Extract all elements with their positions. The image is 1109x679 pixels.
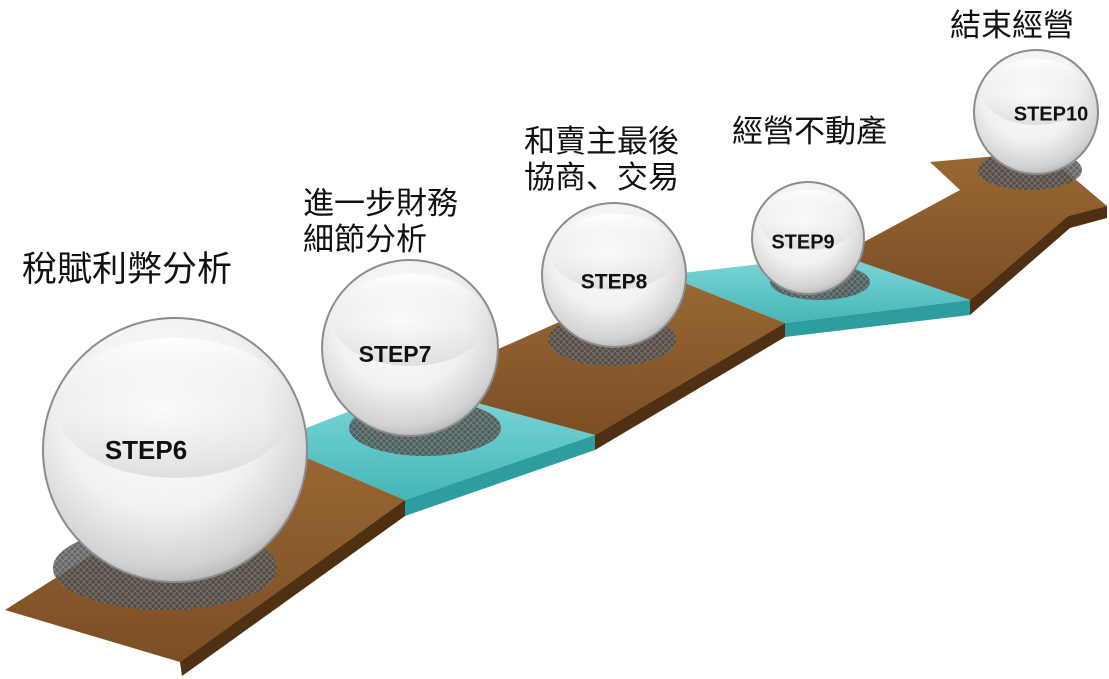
ribbon-edge-step9 — [785, 300, 970, 337]
step9-node: STEP9 — [751, 181, 870, 300]
step8-caption: 和賣主最後 協商、交易 — [524, 124, 679, 197]
ribbon-edge-step7 — [405, 435, 595, 516]
step7-highlight — [332, 274, 488, 366]
step6-caption: 稅賦利弊分析 — [22, 250, 233, 290]
step8-title: STEP8 — [581, 271, 648, 294]
step10-node: STEP10 — [973, 49, 1099, 190]
step8-node: STEP8 — [541, 202, 687, 366]
step7-node: STEP7 — [321, 259, 501, 456]
ribbon-edge-step6 — [180, 500, 405, 676]
step6-title: STEP6 — [105, 435, 187, 465]
step10-caption: 結束經營 — [950, 8, 1074, 44]
step9-caption: 經營不動產 — [732, 114, 887, 150]
step6-highlight — [57, 338, 293, 478]
step10-highlight — [982, 59, 1090, 125]
step6-node: STEP6 — [42, 317, 308, 610]
ribbon-edge-step10 — [970, 206, 1107, 315]
step7-title: STEP7 — [359, 341, 432, 367]
step8-highlight — [550, 214, 678, 290]
step9-highlight — [759, 190, 857, 250]
step9-title: STEP9 — [771, 231, 834, 253]
step10-title: STEP10 — [1014, 103, 1088, 125]
step7-caption: 進一步財務 細節分析 — [303, 186, 458, 259]
ribbon-edge-step8 — [595, 323, 785, 450]
